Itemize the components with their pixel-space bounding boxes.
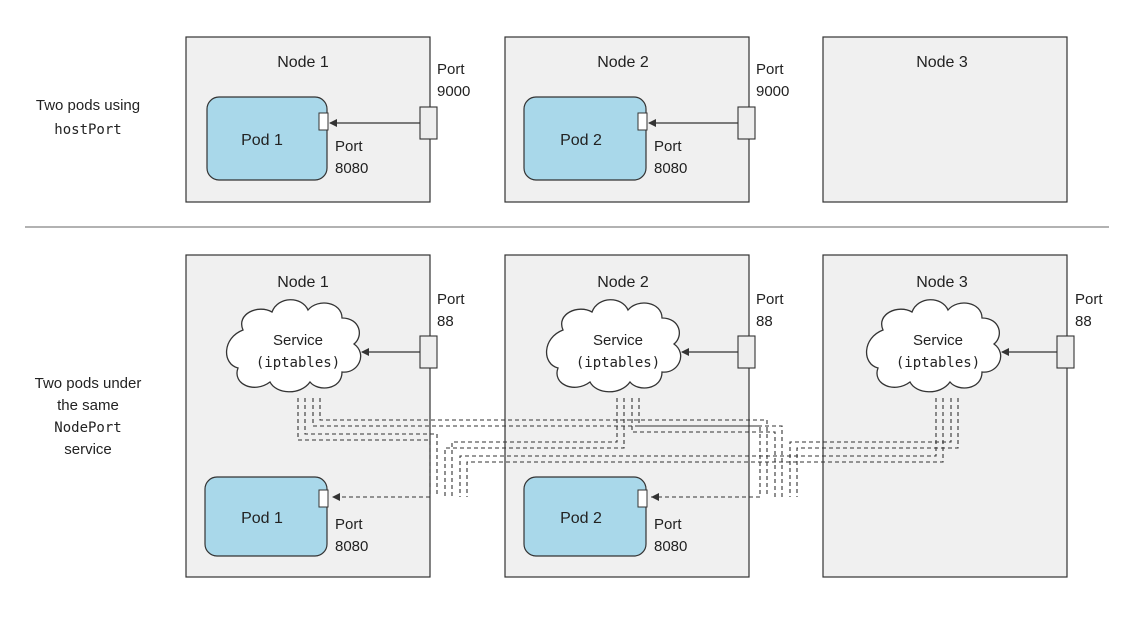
node-port-icon (737, 335, 756, 369)
container-port-line2: 8080 (654, 538, 687, 555)
container-port-line1: Port (654, 138, 682, 155)
node-port-icon (419, 335, 438, 369)
top-row-label-line1: Two pods using (36, 97, 140, 114)
node-title: Node 3 (916, 54, 968, 71)
container-port-icon (637, 489, 648, 508)
bottom-row-label-line4: service (64, 441, 112, 458)
service-routing-paths (297, 398, 959, 498)
arrow-into-pod1-port (332, 493, 340, 501)
host-port-line1: Port (756, 61, 784, 78)
route-node1-to-pod2 (312, 398, 761, 498)
bottom-node-2-title: Node 2 (597, 274, 649, 291)
bottom-node-1-title: Node 1 (277, 274, 329, 291)
service-line2: (iptables) (256, 355, 340, 371)
node-port-line1: Port (1075, 291, 1103, 308)
arrow-into-pod2-port (651, 493, 659, 501)
node-port-line2: 88 (437, 313, 454, 330)
host-port-line2: 9000 (756, 83, 789, 100)
host-port-line2: 9000 (437, 83, 470, 100)
pod-label: Pod 1 (241, 132, 283, 149)
bottom-row-label-line1: Two pods under (35, 375, 142, 392)
host-port-icon (737, 106, 756, 140)
route-node3-to-pod1-inner (466, 398, 944, 497)
top-row-label-line2: hostPort (54, 122, 121, 138)
node-title: Node 2 (597, 54, 649, 71)
node-port-line1: Port (437, 291, 465, 308)
route-node1-to-pod1 (297, 398, 431, 498)
service-line2: (iptables) (576, 355, 660, 371)
service-line1: Service (593, 332, 643, 349)
service-line1: Service (273, 332, 323, 349)
service-line2: (iptables) (896, 355, 980, 371)
node-box (822, 36, 1068, 203)
node-port-line2: 88 (1075, 313, 1092, 330)
bottom-node-3-title: Node 3 (916, 274, 968, 291)
container-port-icon (318, 112, 329, 131)
pod-box (523, 96, 647, 181)
top-node-1: Node 1 Pod 1 Port 8080 Port 9000 (185, 36, 470, 203)
container-port-line2: 8080 (335, 538, 368, 555)
bottom-node-2: Service (iptables) Port 88 Pod 2 Port 80… (523, 291, 784, 557)
node-port-icon (1056, 335, 1075, 369)
route-node1-to-pod2-inner (319, 398, 768, 497)
node-port-line1: Port (756, 291, 784, 308)
pod-label: Pod 2 (560, 132, 602, 149)
top-node-3: Node 3 (822, 36, 1068, 203)
route-node3-to-pod1 (459, 398, 937, 497)
node-title: Node 1 (277, 54, 329, 71)
route-node3-to-pod2-inner (796, 398, 959, 497)
host-port-icon (419, 106, 438, 140)
bottom-row-label-line2: the same (57, 397, 119, 414)
service-line1: Service (913, 332, 963, 349)
container-port-line1: Port (654, 516, 682, 533)
container-port-line1: Port (335, 138, 363, 155)
route-node1-to-pod1-inner (304, 398, 438, 497)
bottom-row-label: Two pods under the same NodePort service (35, 375, 142, 458)
top-node-2: Node 2 Pod 2 Port 8080 Port 9000 (504, 36, 789, 203)
pod-box (206, 96, 328, 181)
bottom-node-3: Service (iptables) Port 88 (865, 291, 1103, 393)
container-port-line2: 8080 (654, 160, 687, 177)
route-node3-to-pod2 (789, 398, 952, 497)
pod-label: Pod 1 (241, 510, 283, 527)
node-port-line2: 88 (756, 313, 773, 330)
pod-box (204, 476, 328, 557)
pod-box (523, 476, 647, 557)
route-node2-to-pod1-inner (444, 398, 625, 497)
route-node2-to-pod2 (631, 398, 776, 497)
bottom-node-3-box (822, 254, 1068, 578)
top-row-label: Two pods using hostPort (36, 97, 140, 138)
pod-label: Pod 2 (560, 510, 602, 527)
container-port-icon (637, 112, 648, 131)
container-port-line2: 8080 (335, 160, 368, 177)
bottom-node-1: Service (iptables) Port 88 Pod 1 Port 80… (204, 291, 465, 557)
container-port-line1: Port (335, 516, 363, 533)
host-port-line1: Port (437, 61, 465, 78)
route-node2-to-pod1 (451, 398, 618, 497)
bottom-row-label-line3: NodePort (54, 420, 121, 436)
container-port-icon (318, 489, 329, 508)
